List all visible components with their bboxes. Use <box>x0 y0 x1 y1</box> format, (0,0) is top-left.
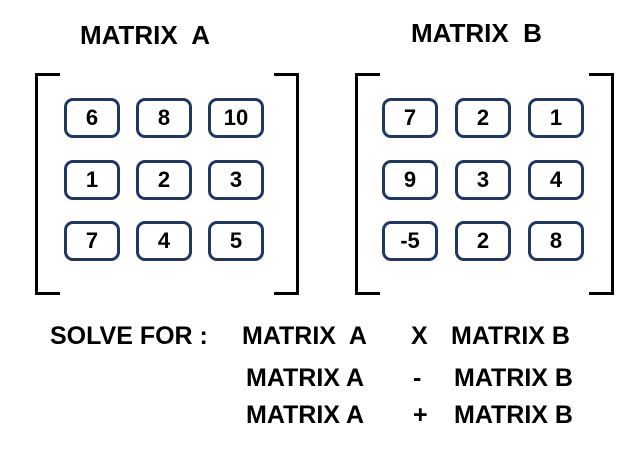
matrix-b-cell: 7 <box>382 98 438 138</box>
matrix-b-left-bracket <box>355 73 380 295</box>
matrix-a-cell: 7 <box>64 221 120 261</box>
operation-right-operand: MATRIX B <box>454 401 573 429</box>
matrix-b-cell: 2 <box>455 221 511 261</box>
matrix-a-cell: 1 <box>64 160 120 200</box>
matrix-a-cell: 10 <box>208 98 264 138</box>
matrix-a-title: MATRIX A <box>80 20 210 50</box>
matrix-b-right-bracket <box>589 73 614 295</box>
matrix-b-cell: 2 <box>455 98 511 138</box>
solve-for-label: SOLVE FOR : <box>50 322 208 350</box>
operation-operator: + <box>413 401 428 429</box>
operation-left-operand: MATRIX A <box>246 364 365 392</box>
operation-right-operand: MATRIX B <box>454 364 573 392</box>
matrix-b-title: MATRIX B <box>411 18 542 48</box>
matrix-b-cell: 1 <box>528 98 584 138</box>
operation-right-operand: MATRIX B <box>451 322 570 350</box>
operation-operator: - <box>413 364 422 392</box>
matrix-b-cell: 4 <box>528 160 584 200</box>
matrix-b-cell: 8 <box>528 221 584 261</box>
operation-left-operand: MATRIX A <box>246 401 365 429</box>
matrix-a-left-bracket <box>35 73 60 295</box>
operation-operator: X <box>411 322 428 350</box>
matrix-a-cell: 6 <box>64 98 120 138</box>
matrix-a-cell: 2 <box>136 160 192 200</box>
matrix-a-cell: 3 <box>208 160 264 200</box>
matrix-a-cell: 4 <box>136 221 192 261</box>
matrix-b-cell: 9 <box>382 160 438 200</box>
matrix-a-right-bracket <box>274 73 299 295</box>
matrix-a-cell: 8 <box>136 98 192 138</box>
matrix-a-cell: 5 <box>208 221 264 261</box>
matrix-b-cell: 3 <box>455 160 511 200</box>
operation-left-operand: MATRIX A <box>242 322 367 350</box>
matrix-b-cell: -5 <box>382 221 438 261</box>
